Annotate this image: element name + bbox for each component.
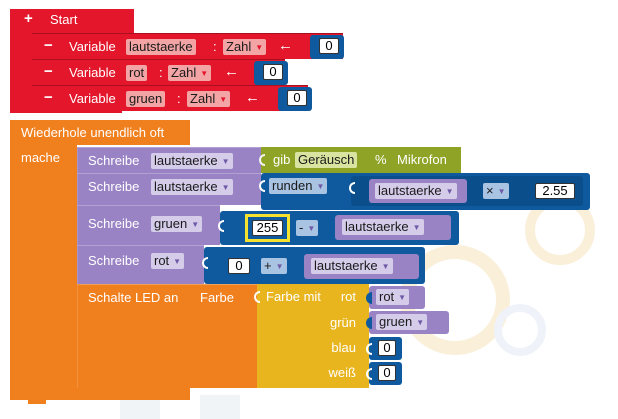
loop-header[interactable]: Wiederhole unendlich oft (10, 120, 190, 145)
round-block[interactable]: runden▼ lautstaerke▼ ×▼ 2.55 (259, 173, 590, 210)
blue-input-label: blau (331, 340, 356, 355)
multiply-block[interactable]: lautstaerke▼ ×▼ 2.55 (349, 176, 583, 206)
variable-name-field[interactable]: lautstaerke (126, 39, 196, 55)
write-label: Schreibe (88, 253, 140, 268)
write-label: Schreibe (88, 179, 140, 194)
variable-row-lautstaerke[interactable]: − Variable lautstaerke : Zahl▼ ← 0 (32, 33, 344, 59)
variable-dropdown[interactable]: lautstaerke▼ (151, 153, 233, 169)
input-socket (366, 317, 372, 329)
number-field[interactable]: 255 (252, 220, 283, 236)
operator-dropdown[interactable]: +▼ (261, 258, 287, 274)
assign-arrow-icon: ← (245, 89, 260, 106)
subtract-block[interactable]: 255 -▼ lautstaerke▼ (218, 211, 459, 245)
number-field[interactable]: 0 (319, 38, 339, 54)
green-variable-getter[interactable]: gruen▼ (366, 311, 449, 334)
white-input-label: weiß (328, 365, 356, 380)
variable-dropdown[interactable]: lautstaerke▼ (342, 219, 424, 235)
variable-type-dropdown[interactable]: Zahl▼ (187, 91, 231, 107)
number-block[interactable]: 0 (310, 35, 344, 59)
loop-rail: mache (10, 145, 77, 398)
led-label: Schalte LED an (88, 290, 179, 305)
colon-text: : (159, 65, 163, 80)
variable-row-gruen[interactable]: − Variable gruen : Zahl▼ ← 0 (32, 85, 312, 111)
variable-type-dropdown[interactable]: Zahl▼ (223, 39, 267, 55)
variable-dropdown[interactable]: gruen▼ (376, 314, 428, 330)
variable-label: Variable (69, 65, 116, 80)
input-socket (218, 220, 224, 232)
green-input-label: grün (329, 315, 356, 330)
blue-number-block[interactable]: 0 (366, 337, 402, 360)
start-block-header[interactable]: + Start (10, 9, 134, 34)
variable-name-field[interactable]: rot (126, 65, 148, 81)
write-statement-4[interactable]: Schreibe rot▼ (77, 245, 204, 284)
round-function-dropdown[interactable]: runden▼ (269, 178, 328, 194)
variable-dropdown[interactable]: lautstaerke▼ (311, 258, 393, 274)
loop-label: Wiederhole unendlich oft (21, 125, 165, 140)
variable-dropdown[interactable]: gruen▼ (151, 216, 203, 232)
sensor-type-dropdown[interactable]: Geräusch (295, 152, 358, 168)
assign-arrow-icon: ← (278, 37, 293, 54)
operator-dropdown[interactable]: -▼ (296, 220, 319, 236)
variable-name-field[interactable]: gruen (126, 91, 166, 107)
color-mixer-block[interactable]: Farbe mit rot grün blau weiß (254, 284, 369, 388)
input-socket (366, 368, 372, 380)
start-block-rail (10, 9, 32, 110)
remove-minus-icon[interactable]: − (44, 63, 53, 80)
colon-text: : (177, 91, 181, 106)
loop-connector (28, 398, 46, 404)
white-number-block[interactable]: 0 (366, 362, 402, 385)
write-statement-3[interactable]: Schreibe gruen▼ (77, 205, 220, 245)
write-statement-2[interactable]: Schreibe lautstaerke▼ (77, 173, 261, 205)
add-block[interactable]: 0 +▼ lautstaerke▼ (202, 247, 425, 284)
variable-dropdown[interactable]: rot▼ (376, 289, 410, 305)
number-block-selected[interactable]: 255 (245, 214, 290, 242)
remove-minus-icon[interactable]: − (44, 89, 53, 106)
loop-do-label: mache (21, 150, 61, 165)
variable-row-rot[interactable]: − Variable rot : Zahl▼ ← 0 (32, 59, 288, 85)
input-socket (259, 154, 265, 166)
number-block[interactable]: 0 (278, 87, 312, 111)
variable-getter[interactable]: lautstaerke▼ (369, 179, 467, 203)
number-field[interactable]: 0 (378, 365, 396, 381)
number-block[interactable]: 0 (254, 61, 288, 85)
number-field[interactable]: 0 (263, 64, 283, 80)
variable-dropdown[interactable]: rot▼ (151, 253, 185, 269)
red-variable-getter[interactable]: rot▼ (366, 286, 425, 309)
sensor-block[interactable]: gib Geräusch % Mikrofon (259, 147, 461, 173)
write-label: Schreibe (88, 153, 140, 168)
number-field[interactable]: 0 (287, 90, 307, 106)
color-input-label: Farbe (200, 290, 234, 305)
colon-text: : (213, 39, 217, 54)
number-field[interactable]: 0 (378, 340, 396, 356)
input-socket (366, 292, 372, 304)
operator-dropdown[interactable]: ×▼ (483, 183, 509, 199)
red-input-label: rot (340, 289, 356, 304)
number-field[interactable]: 0 (228, 258, 250, 274)
variable-type-dropdown[interactable]: Zahl▼ (168, 65, 212, 81)
variable-dropdown[interactable]: lautstaerke▼ (375, 183, 457, 199)
device-label: Mikrofon (397, 152, 447, 167)
variable-label: Variable (69, 91, 116, 106)
sensor-label: gib (273, 152, 291, 167)
input-socket (254, 291, 260, 303)
remove-minus-icon[interactable]: − (44, 37, 53, 54)
unit-label: % (375, 152, 387, 167)
variable-label: Variable (69, 39, 116, 54)
assign-arrow-icon: ← (224, 63, 239, 80)
input-socket (202, 257, 208, 269)
variable-getter[interactable]: lautstaerke▼ (304, 254, 419, 279)
write-statement-1[interactable]: Schreibe lautstaerke▼ (77, 147, 261, 173)
input-socket (366, 343, 372, 355)
number-field[interactable]: 2.55 (535, 183, 575, 199)
collapse-plus-icon[interactable]: + (24, 10, 33, 27)
color-mixer-label: Farbe mit (266, 289, 321, 304)
write-label: Schreibe (88, 216, 140, 231)
variable-getter[interactable]: lautstaerke▼ (335, 215, 451, 240)
input-socket (349, 182, 355, 194)
led-statement[interactable]: Schalte LED an Farbe (77, 284, 259, 388)
variable-dropdown[interactable]: lautstaerke▼ (151, 179, 233, 195)
start-label: Start (50, 12, 78, 27)
input-socket (259, 180, 265, 192)
loop-footer (10, 388, 190, 400)
